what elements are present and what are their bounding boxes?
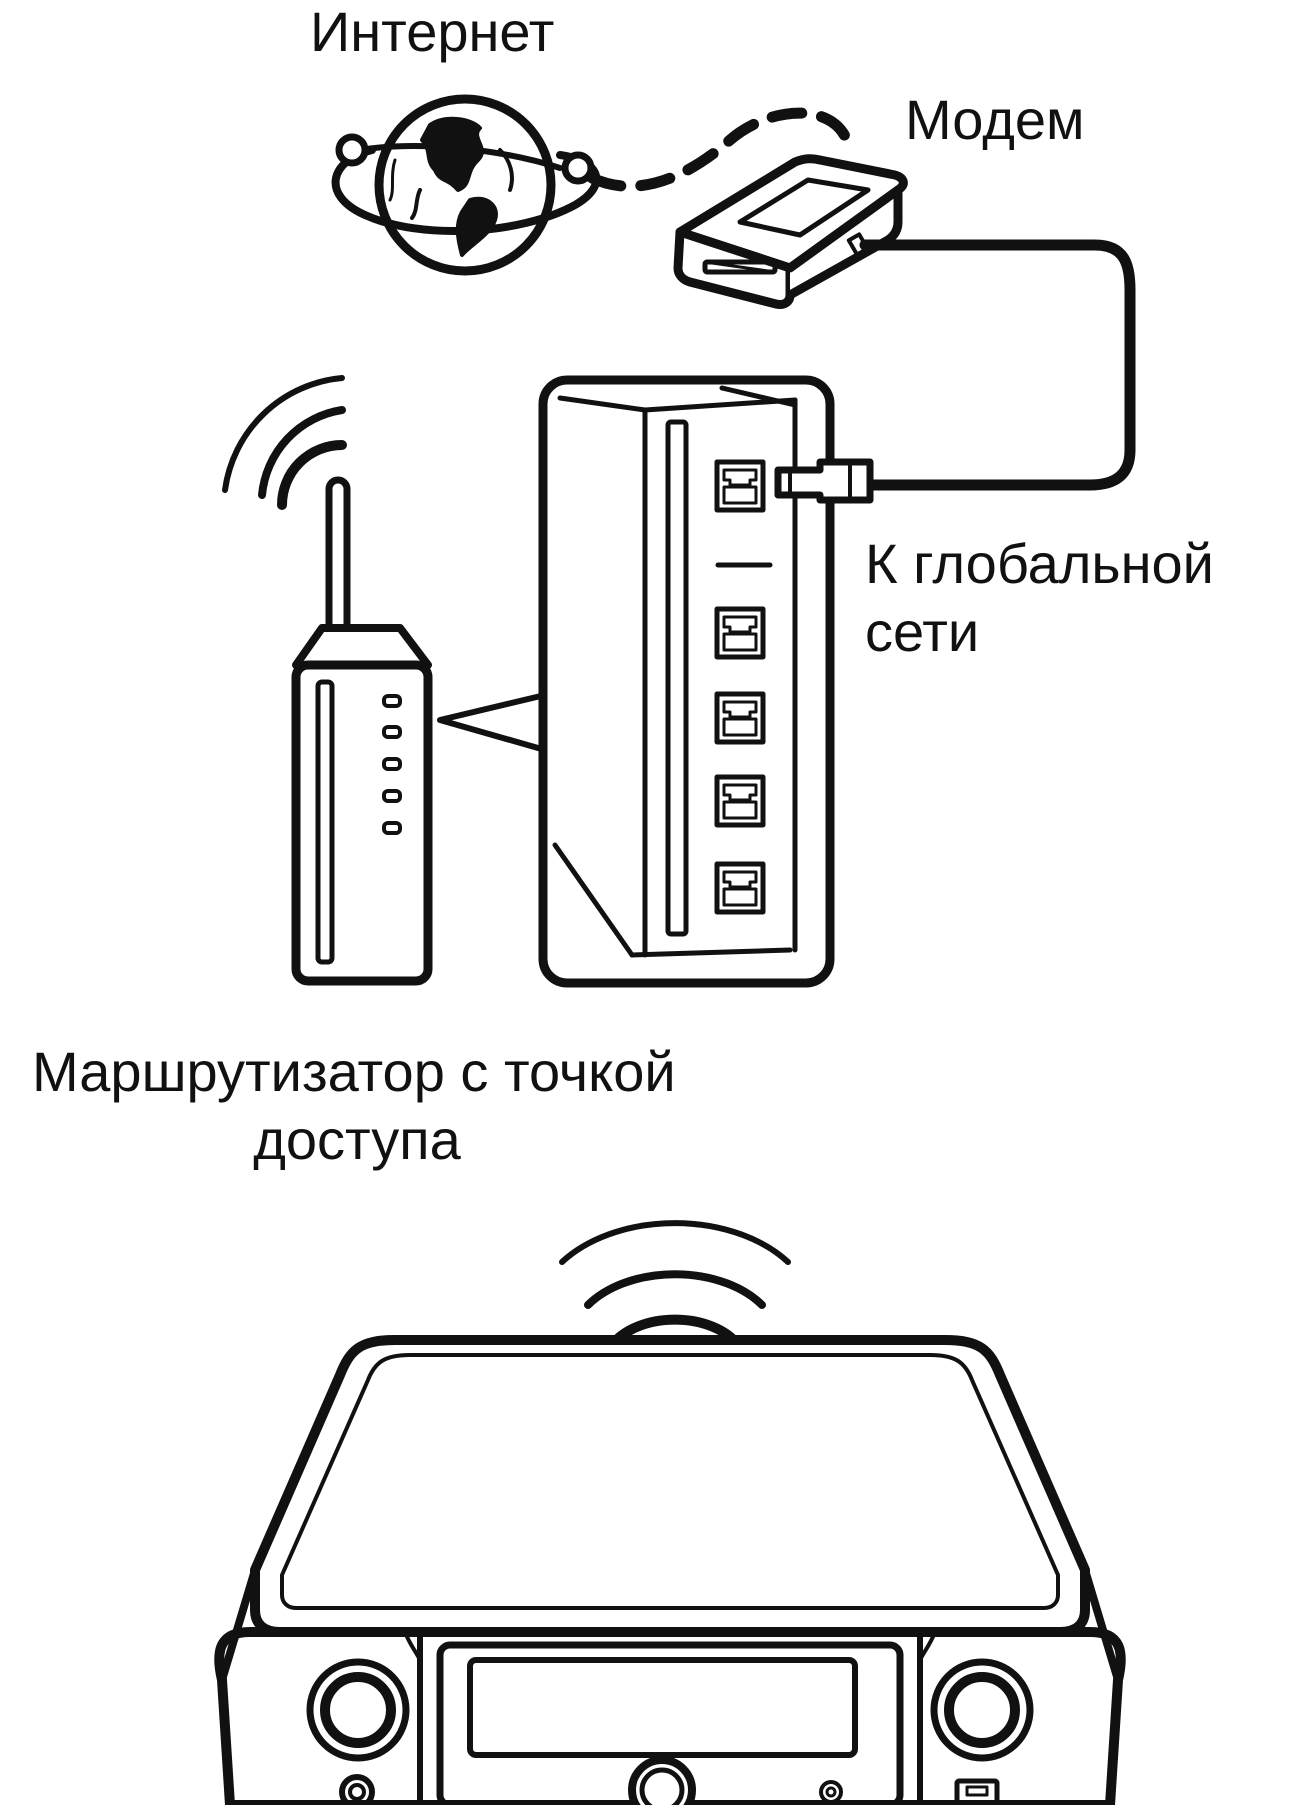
wan-port — [714, 459, 766, 513]
router-label-line1: Маршрутизатор с точкой — [32, 1040, 676, 1103]
router-icon — [291, 476, 433, 986]
modem-label: Модем — [905, 88, 1085, 151]
modem-icon — [673, 154, 908, 309]
rj45-plug — [774, 458, 874, 504]
lan-port-4 — [714, 861, 766, 915]
internet-link-line — [586, 107, 856, 192]
wan-label-line1: К глобальной — [865, 532, 1214, 595]
receiver-wifi-signal-icon — [559, 1220, 791, 1350]
wan-cable — [859, 239, 1136, 491]
callout-pointer — [437, 692, 548, 753]
router-wifi-signal-icon — [222, 375, 347, 510]
lan-port-2 — [714, 691, 766, 745]
internet-label: Интернет — [310, 0, 555, 63]
wan-label-line2: сети — [865, 600, 980, 663]
lan-port-3 — [714, 774, 766, 828]
lan-port-1 — [714, 606, 766, 660]
receiver-icon — [214, 1335, 1126, 1805]
globe-icon — [331, 94, 601, 276]
router-label-line2: доступа — [253, 1108, 461, 1171]
